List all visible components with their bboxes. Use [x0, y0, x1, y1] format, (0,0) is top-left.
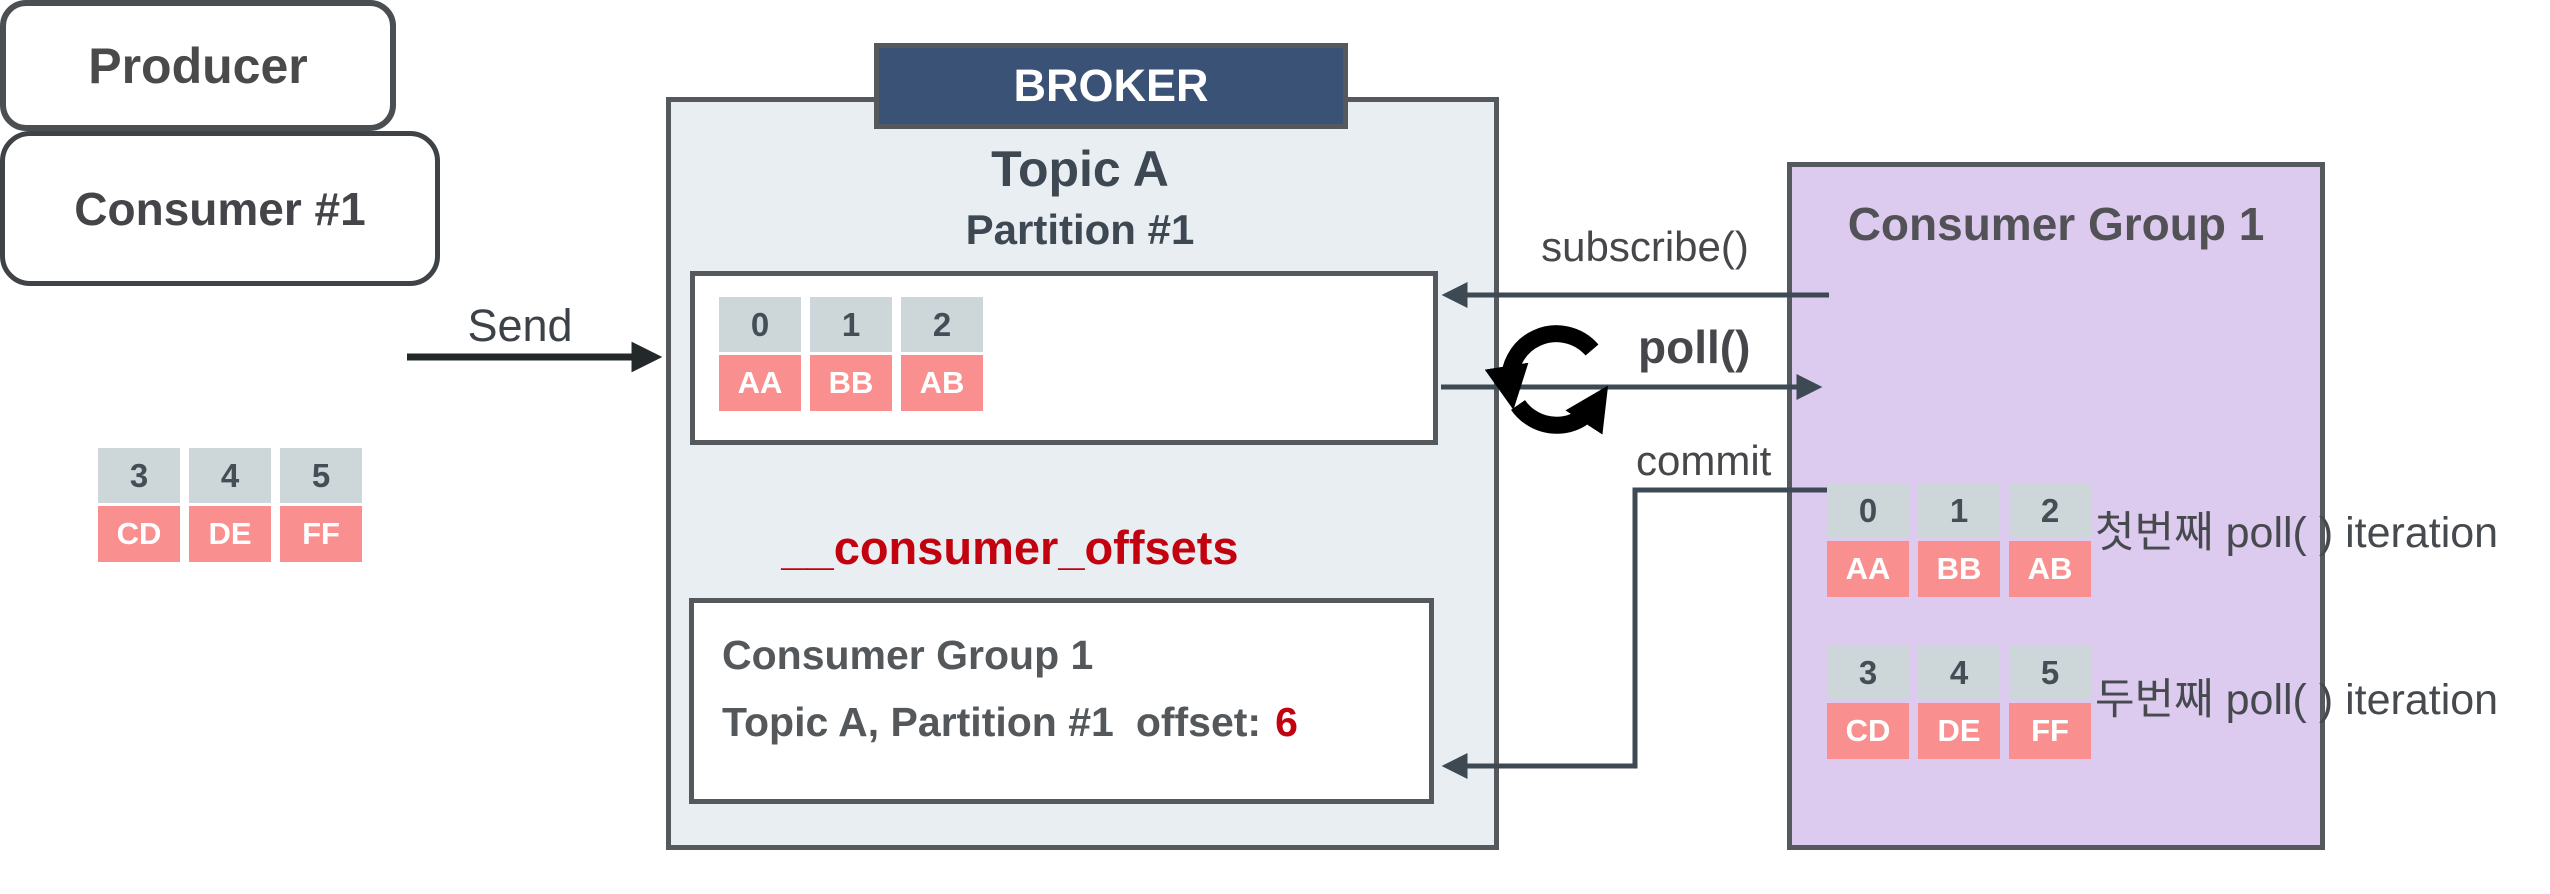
consumer-offsets-box: Consumer Group 1 Topic A, Partition #1 of… — [689, 598, 1434, 804]
message-cell: 0 AA — [1827, 483, 1909, 597]
offset-label: 4 — [1918, 645, 2000, 700]
message-value: BB — [1918, 541, 2000, 597]
partition-title: Partition #1 — [965, 206, 1195, 253]
consumer-box: Consumer #1 — [0, 131, 440, 286]
offset-label: 2 — [901, 297, 983, 352]
offsets-record-offset-value: 6 — [1275, 699, 1298, 745]
message-cell: 5 FF — [2009, 645, 2091, 759]
topic-title: Topic A — [991, 141, 1169, 197]
message-value: CD — [98, 506, 180, 562]
message-cell: 4 DE — [189, 448, 271, 562]
poll-iteration-1-cells: 0 AA 1 BB 2 AB — [1827, 483, 2091, 597]
consumer-group-title: Consumer Group 1 — [1847, 198, 2265, 250]
offset-label: 5 — [280, 448, 362, 503]
poll-cycle-icon — [1484, 325, 1609, 435]
message-cell: 1 BB — [1918, 483, 2000, 597]
message-value: DE — [189, 506, 271, 562]
offset-label: 1 — [1918, 483, 2000, 538]
offsets-record-offset-label: offset: — [1135, 699, 1262, 745]
message-cell: 4 DE — [1918, 645, 2000, 759]
commit-label: commit — [1636, 437, 1772, 484]
producer-cells: 3 CD 4 DE 5 FF — [98, 448, 362, 562]
broker-title: BROKER — [874, 43, 1348, 129]
producer-box: Producer — [0, 0, 396, 131]
offsets-record-detail: Topic A, Partition #1 offset: 6 — [722, 698, 1298, 746]
offset-label: 4 — [189, 448, 271, 503]
partition-cells: 0 AA 1 BB 2 AB — [719, 297, 983, 411]
commit-arrow — [1441, 487, 1827, 779]
poll-iteration-2-caption: 두번째 poll( ) iteration — [2095, 676, 2499, 724]
message-value: AB — [2009, 541, 2091, 597]
message-value: CD — [1827, 703, 1909, 759]
message-cell: 0 AA — [719, 297, 801, 411]
message-value: FF — [2009, 703, 2091, 759]
offset-label: 0 — [719, 297, 801, 352]
message-cell: 5 FF — [280, 448, 362, 562]
offset-label: 3 — [1827, 645, 1909, 700]
message-value: AA — [719, 355, 801, 411]
poll-iteration-1-caption: 첫번째 poll( ) iteration — [2095, 509, 2499, 557]
poll-iteration-2-cells: 3 CD 4 DE 5 FF — [1827, 645, 2091, 759]
message-value: FF — [280, 506, 362, 562]
message-value: DE — [1918, 703, 2000, 759]
offset-label: 5 — [2009, 645, 2091, 700]
send-label: Send — [467, 300, 573, 351]
offset-label: 1 — [810, 297, 892, 352]
message-value: BB — [810, 355, 892, 411]
poll-label: poll() — [1638, 321, 1751, 373]
offset-label: 3 — [98, 448, 180, 503]
consumer-offsets-topic-title: __consumer_offsets — [781, 521, 1239, 574]
message-value: AA — [1827, 541, 1909, 597]
offset-label: 2 — [2009, 483, 2091, 538]
message-cell: 2 AB — [2009, 483, 2091, 597]
offsets-record-topic-partition: Topic A, Partition #1 — [722, 699, 1114, 745]
message-cell: 3 CD — [98, 448, 180, 562]
message-cell: 2 AB — [901, 297, 983, 411]
offset-label: 0 — [1827, 483, 1909, 538]
subscribe-label: subscribe() — [1541, 223, 1749, 270]
message-cell: 1 BB — [810, 297, 892, 411]
message-value: AB — [901, 355, 983, 411]
message-cell: 3 CD — [1827, 645, 1909, 759]
offsets-record-group: Consumer Group 1 — [722, 632, 1094, 678]
